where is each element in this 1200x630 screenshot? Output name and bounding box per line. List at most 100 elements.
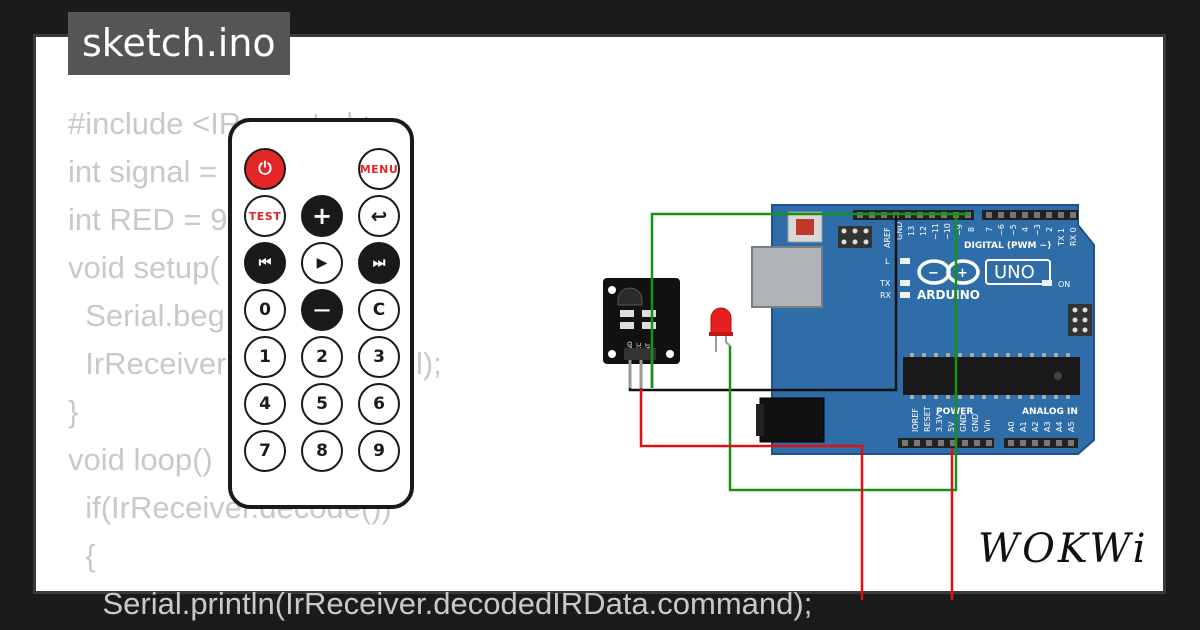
pin-label-a1: A1 (1019, 421, 1028, 432)
analog-label: ANALOG IN (1022, 407, 1078, 417)
pin-label-a5: A5 (1067, 421, 1076, 432)
test-button[interactable]: TEST (244, 195, 286, 237)
wokwi-logo: WOKWi (978, 526, 1149, 572)
nine-button[interactable]: 9 (358, 430, 400, 472)
analog-header (1004, 438, 1078, 448)
pin-label-6: ~6 (997, 224, 1006, 236)
next-icon: ⏭ (372, 255, 386, 271)
play-icon: ▶ (316, 255, 328, 271)
pin-label-8: 8 (967, 227, 976, 232)
power-label: POWER (936, 407, 973, 417)
wire-green-signal (650, 212, 970, 388)
digital-label: DIGITAL (PWM ~) (964, 241, 1051, 251)
code-line: { (68, 538, 96, 573)
uno-label: UNO (994, 262, 1035, 283)
six-button[interactable]: 6 (358, 383, 400, 425)
pin-label-5v: 5V (947, 421, 956, 432)
three-button[interactable]: 3 (358, 336, 400, 378)
pin-label-gnd2: GND (971, 414, 980, 432)
pin-label-a4: A4 (1055, 421, 1064, 432)
code-line: Serial.beg (68, 298, 225, 333)
seven-button[interactable]: 7 (244, 430, 286, 472)
pin-label-13: 13 (907, 226, 916, 236)
on-led (1042, 280, 1052, 286)
arduino-label: ARDUINO (917, 288, 980, 302)
on-label: ON (1058, 280, 1070, 289)
usb-port (751, 246, 823, 308)
arduino-logo (917, 259, 980, 285)
pin-label-aref: AREF (883, 227, 892, 248)
pin-label-a0: A0 (1007, 421, 1016, 432)
code-line: } (68, 394, 79, 429)
four-button[interactable]: 4 (244, 383, 286, 425)
pin-label-12: 12 (919, 226, 928, 236)
pin-label-2: 2 (1045, 227, 1054, 232)
rx-label: RX (880, 291, 892, 300)
sketch-title: sketch.ino (68, 12, 290, 75)
power-button[interactable]: ⏻ (244, 148, 286, 190)
tx-led (900, 280, 910, 286)
play-button[interactable]: ▶ (301, 242, 343, 284)
zero-button[interactable]: 0 (244, 289, 286, 331)
code-line: int signal = (68, 154, 226, 189)
code-line: void loop() (68, 442, 213, 477)
pin-label-vin: Vin (983, 419, 992, 432)
reset-button (787, 211, 823, 243)
power-icon: ⏻ (258, 159, 272, 179)
pin-label-10: ~10 (943, 223, 952, 240)
pin-label-4: 4 (1021, 227, 1030, 232)
pin-label-a3: A3 (1043, 421, 1052, 432)
wire-red-vcc (639, 388, 864, 600)
pin-label-3: ~3 (1033, 224, 1042, 236)
ir-remote: ⏻ MENU TEST + ↩ ⏮ ▶ ⏭ 0 — C 1 2 3 4 5 6 … (228, 118, 414, 509)
pin-label-ioref: IOREF (911, 408, 920, 432)
one-button[interactable]: 1 (244, 336, 286, 378)
tx-label: TX (879, 279, 891, 288)
prev-icon: ⏮ (258, 255, 272, 271)
next-button[interactable]: ⏭ (358, 242, 400, 284)
pin-label-gnd1: GND (959, 414, 968, 432)
code-editor: #include <IRremote.h> int signal = int R… (68, 100, 812, 628)
power-header (898, 438, 994, 448)
code-line: void setup( (68, 250, 220, 285)
pin-label-11: ~11 (931, 223, 940, 240)
wire-black-gnd (628, 214, 898, 392)
pin-label-5: ~5 (1009, 224, 1018, 236)
l-led-label: L (885, 257, 890, 266)
dc-jack (759, 397, 825, 443)
red-led (710, 307, 732, 335)
ir-pin-gnd: GND (627, 341, 634, 355)
menu-button[interactable]: MENU (358, 148, 400, 190)
c-button[interactable]: C (358, 289, 400, 331)
atmega-chip (903, 357, 1080, 395)
plus-button[interactable]: + (301, 195, 343, 237)
pin-label-reset: RESET (923, 406, 932, 432)
pin-label-rx0: RX 0 (1069, 227, 1078, 246)
code-line: Serial.println(IrReceiver.decodedIRData.… (68, 586, 813, 621)
rx-led (900, 292, 910, 298)
pin-label-tx1: TX 1 (1057, 228, 1066, 247)
minus-icon: — (313, 300, 331, 320)
pin-label-3v3: 3.3V (935, 413, 944, 432)
plus-icon: + (311, 202, 333, 230)
l-led (900, 258, 910, 264)
digital-header-right (982, 210, 1078, 220)
uno-badge (985, 259, 1051, 285)
svg-text:+: + (957, 266, 968, 281)
pin-label-9: ~9 (955, 224, 964, 236)
code-line: int RED = 9 (68, 202, 228, 237)
five-button[interactable]: 5 (301, 383, 343, 425)
svg-text:−: − (928, 266, 939, 281)
pin-label-7: 7 (985, 227, 994, 232)
back-icon: ↩ (370, 204, 388, 228)
two-button[interactable]: 2 (301, 336, 343, 378)
pin-label-a2: A2 (1031, 421, 1040, 432)
eight-button[interactable]: 8 (301, 430, 343, 472)
prev-button[interactable]: ⏮ (244, 242, 286, 284)
pin-label-gnd: GND (895, 222, 904, 240)
back-button[interactable]: ↩ (358, 195, 400, 237)
minus-button[interactable]: — (301, 289, 343, 331)
wire-green-led (728, 214, 958, 492)
code-line: IrReceiver l); (85, 346, 442, 381)
